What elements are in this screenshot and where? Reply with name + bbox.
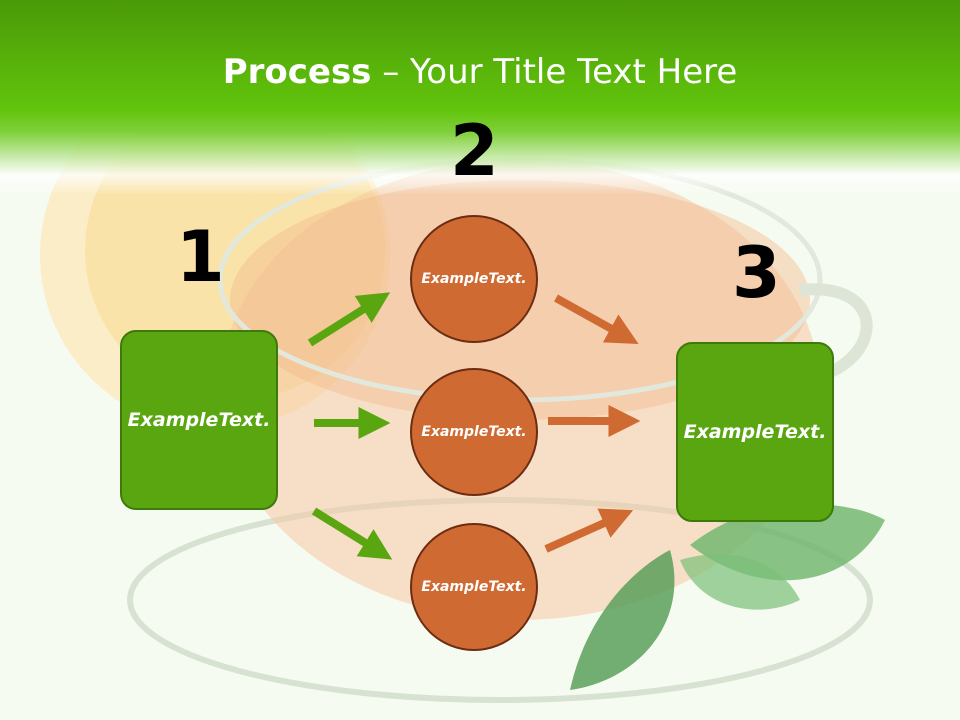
step-number-1: 1 xyxy=(176,216,225,298)
step-number-3: 3 xyxy=(732,232,781,314)
arrow-green-down xyxy=(311,507,393,560)
arrow-green-up xyxy=(307,292,391,347)
slide-title: Process – Your Title Text Here xyxy=(0,52,960,92)
title-bold: Process xyxy=(222,52,372,92)
title-rest: – Your Title Text Here xyxy=(371,52,738,92)
arrow-orange-down xyxy=(554,294,639,345)
step-number-2: 2 xyxy=(450,110,499,192)
arrow-orange-up xyxy=(544,508,634,553)
header-band xyxy=(0,0,960,195)
